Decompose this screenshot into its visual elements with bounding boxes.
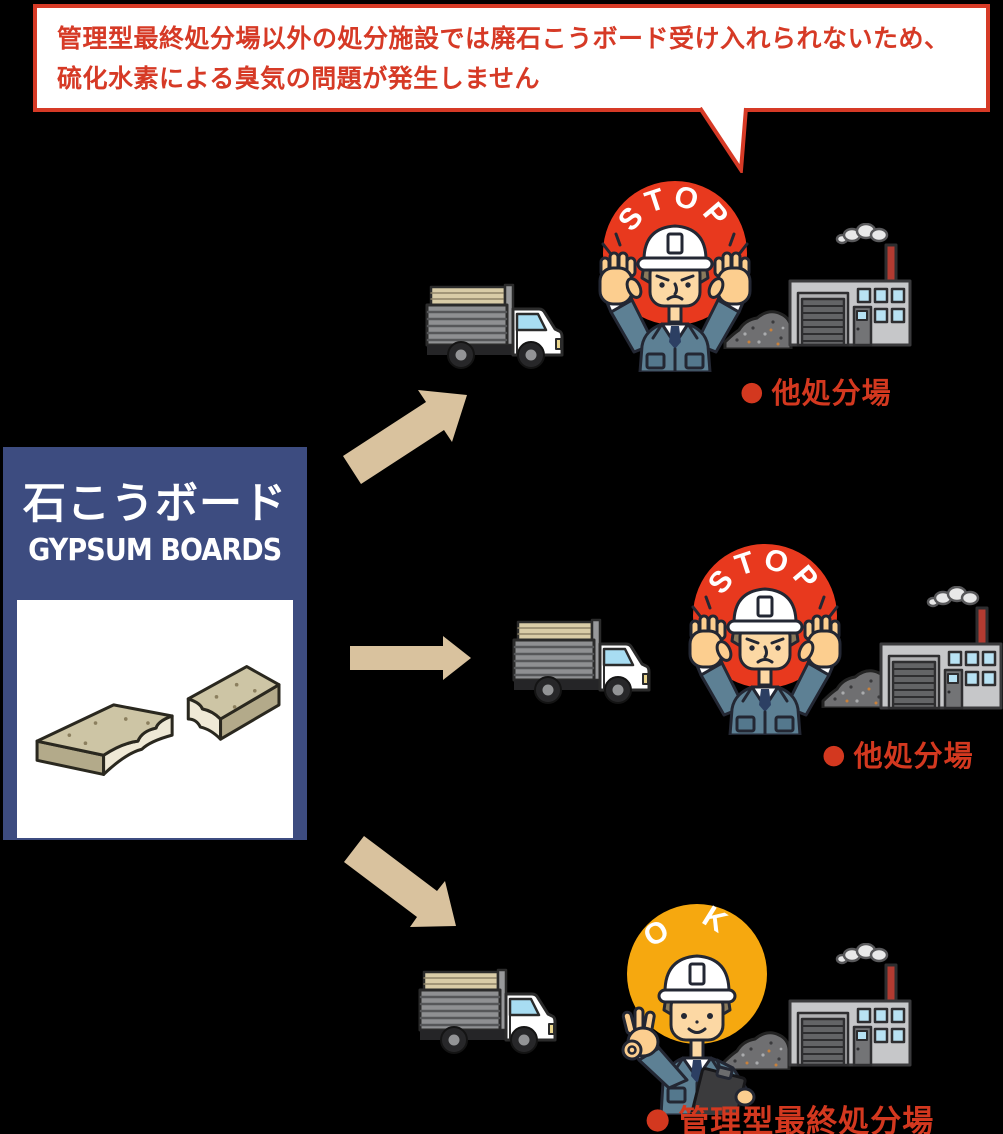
disposal-facility-building bbox=[788, 223, 913, 348]
stop-worker-illustration: STOP bbox=[590, 172, 760, 372]
gypsum-board-source-box: 石こうボード GYPSUM BOARDS bbox=[3, 447, 307, 840]
site-label-other-1: ● 他処分場 bbox=[740, 370, 892, 412]
label-bullet: ● bbox=[740, 375, 764, 407]
label-bullet: ● bbox=[822, 738, 846, 770]
label-text: 管理型最終処分場 bbox=[678, 1104, 935, 1134]
speech-bubble-tail bbox=[698, 107, 748, 173]
label-bullet: ● bbox=[645, 1101, 671, 1134]
broken-gypsum-board-illustration bbox=[35, 665, 281, 776]
speech-bubble: 管理型最終処分場以外の処分施設では廃石こうボード受け入れられないため、 硫化水素… bbox=[33, 4, 990, 112]
label-text: 他処分場 bbox=[853, 739, 974, 773]
managed-disposal-facility-building bbox=[788, 943, 913, 1068]
site-label-other-2: ● 他処分場 bbox=[822, 733, 974, 775]
arrow-to-managed-site bbox=[344, 836, 456, 927]
source-title-japanese: 石こうボード bbox=[23, 479, 287, 529]
gypsum-truck bbox=[512, 618, 657, 708]
speech-bubble-line-2: 硫化水素による臭気の問題が発生しません bbox=[57, 64, 541, 93]
arrow-to-other-site-2 bbox=[350, 636, 471, 680]
gypsum-board-picture-panel bbox=[17, 600, 293, 838]
ok-worker-illustration: OK bbox=[605, 900, 790, 1115]
site-label-managed-final: ● 管理型最終処分場 bbox=[645, 1096, 934, 1134]
label-text: 他処分場 bbox=[771, 376, 892, 410]
gypsum-truck bbox=[418, 968, 563, 1058]
source-title-english: GYPSUM BOARDS bbox=[28, 533, 282, 568]
arrow-to-other-site-1 bbox=[343, 390, 467, 484]
stop-worker-illustration: STOP bbox=[680, 535, 850, 735]
speech-bubble-line-1: 管理型最終処分場以外の処分施設では廃石こうボード受け入れられないため、 bbox=[57, 24, 950, 53]
gypsum-truck bbox=[425, 283, 570, 373]
disposal-facility-building bbox=[879, 586, 1003, 711]
